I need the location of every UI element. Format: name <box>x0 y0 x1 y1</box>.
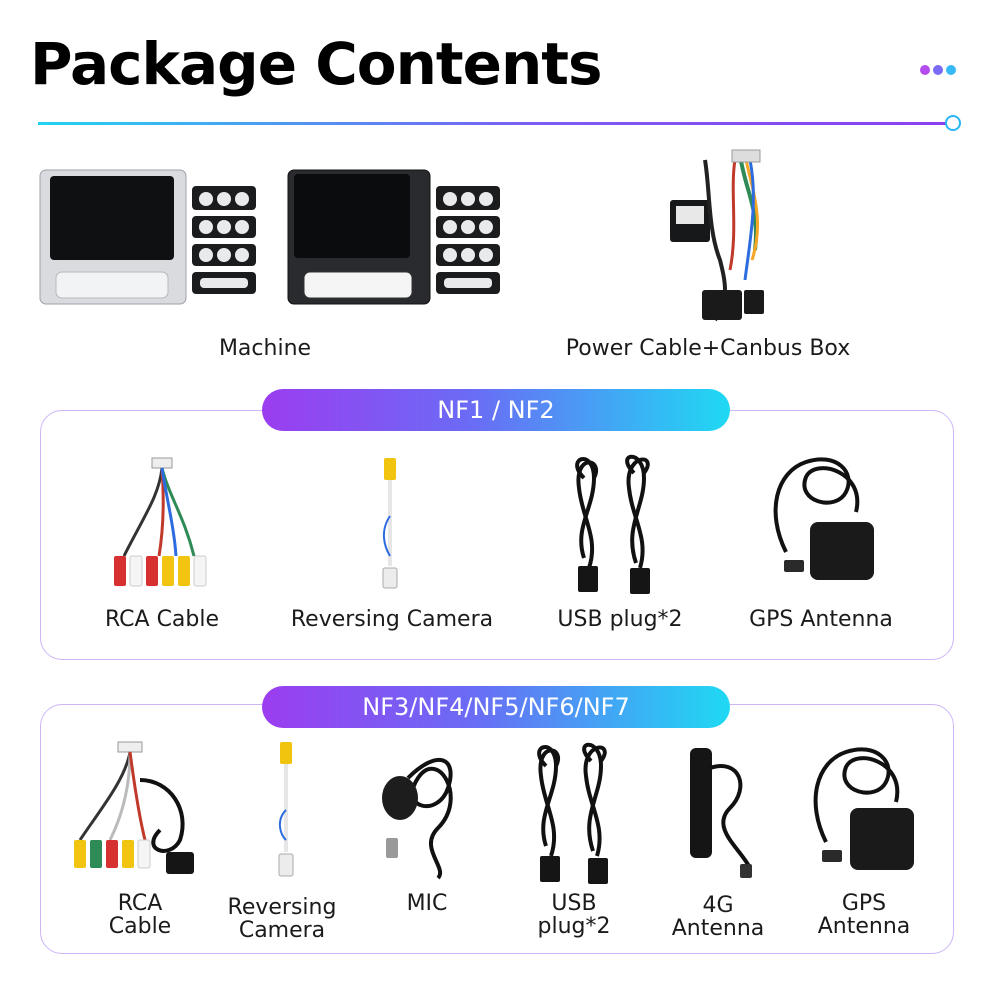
more-dots-icon[interactable] <box>920 60 964 75</box>
gps-label-line1: GPS <box>841 891 887 916</box>
divider-end-circle <box>945 115 961 131</box>
4g-antenna-label: 4G Antenna <box>662 894 774 940</box>
rca-label-line1: RCA <box>117 891 163 916</box>
4g-label-line2: Antenna <box>671 916 765 941</box>
reversing-camera-cable-image <box>382 458 398 589</box>
nf1-nf2-panel <box>40 410 954 660</box>
rca-cable-image-2 <box>74 741 194 874</box>
gps-antenna-label-2: GPS Antenna <box>802 892 926 938</box>
reversing-camera-cable-image-2 <box>278 742 294 877</box>
usb-plugs-image <box>575 454 650 594</box>
4g-label-line1: 4G <box>702 893 734 918</box>
nf1-nf2-badge: NF1 / NF2 <box>262 389 730 431</box>
reversing-label-line1: Reversing <box>227 895 337 920</box>
gps-label-line2: Antenna <box>817 914 911 939</box>
rca-cable-image <box>114 457 207 587</box>
rca-label-line2: Cable <box>108 914 172 939</box>
gps-antenna-image <box>773 457 874 580</box>
mic-label: MIC <box>380 892 474 915</box>
gps-antenna-label: GPS Antenna <box>749 607 893 632</box>
page-title: Package Contents <box>30 30 603 98</box>
trim-panels-silver-image <box>192 186 256 294</box>
mic-label-line1: MIC <box>406 891 448 916</box>
machine-silver-image <box>39 169 187 305</box>
power-cable-canbus-image <box>670 149 764 322</box>
machine-black-image <box>287 169 431 305</box>
usb-plugs-image-2 <box>537 742 608 884</box>
reversing-camera-label-2: Reversing Camera <box>212 896 352 942</box>
gps-antenna-image-2 <box>813 747 914 870</box>
rca-cable-label: RCA Cable <box>104 607 220 632</box>
usb-label-line1: USB <box>551 891 597 916</box>
machine-label: Machine <box>218 336 312 361</box>
power-cable-label: Power Cable+Canbus Box <box>565 336 851 361</box>
usb-label-line2: plug*2 <box>537 914 611 939</box>
rca-cable-label-2: RCA Cable <box>80 892 200 938</box>
usb-plug-label-2: USB plug*2 <box>520 892 628 938</box>
nf3-nf7-badge: NF3/NF4/NF5/NF6/NF7 <box>262 686 730 728</box>
reversing-label-line2: Camera <box>238 918 326 943</box>
usb-plug-label: USB plug*2 <box>557 607 683 632</box>
4g-antenna-image <box>690 748 752 878</box>
reversing-camera-label: Reversing Camera <box>290 607 494 632</box>
header-divider <box>38 122 948 125</box>
mic-image <box>382 757 453 880</box>
trim-panels-black-image <box>436 186 500 294</box>
nf3-nf7-panel <box>40 704 954 954</box>
